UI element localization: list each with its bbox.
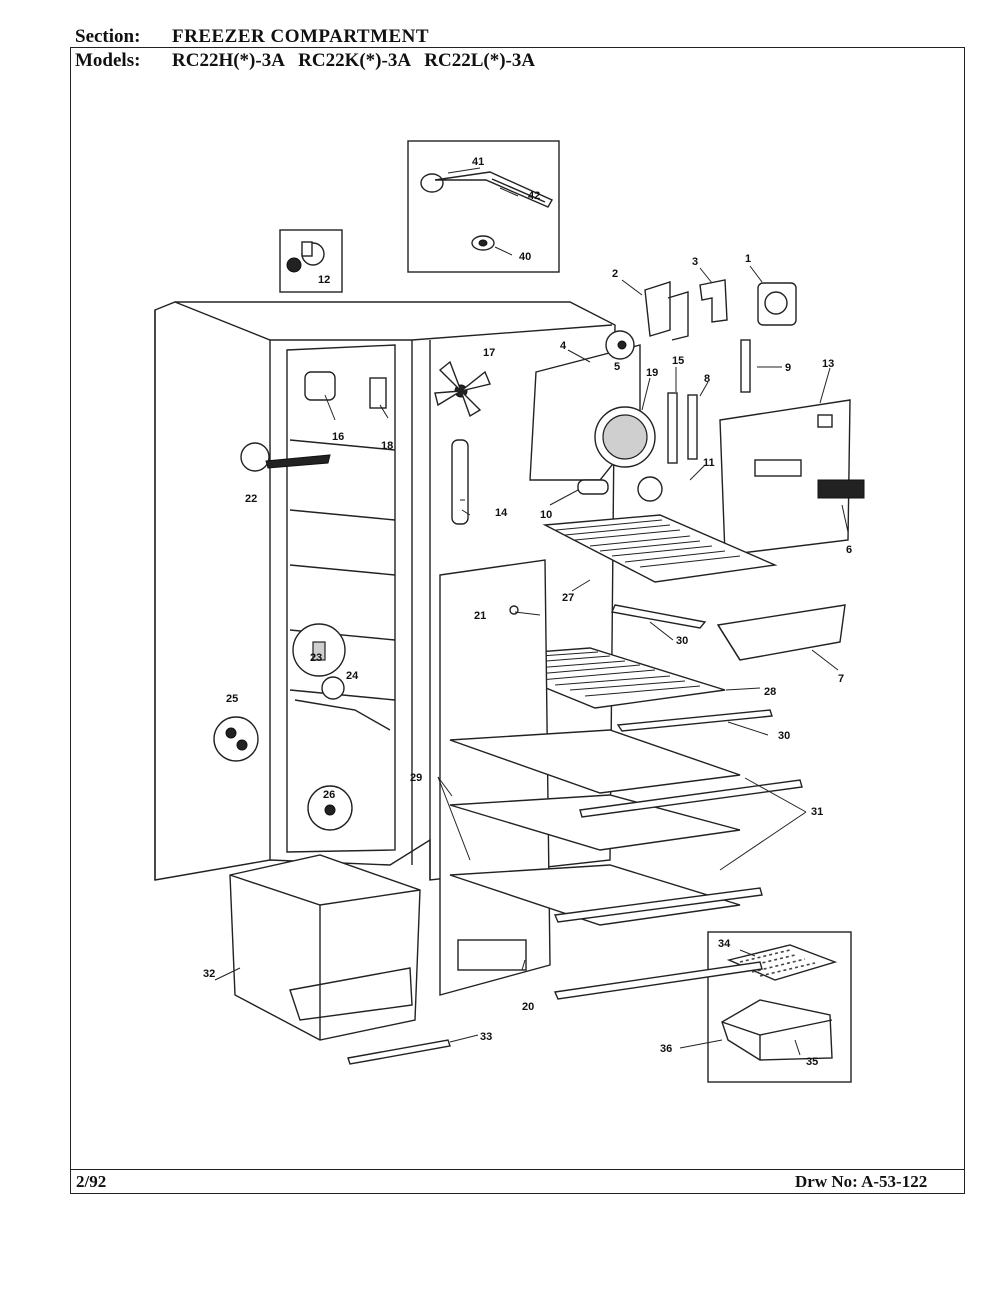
callout: 17 [483,347,495,359]
callout: 5 [614,361,620,373]
section-label: Section: [75,26,141,47]
rear-liner [439,559,551,996]
inset-part-12 [279,229,343,293]
footer-date: 2/92 [76,1172,107,1191]
glass-shelves [449,729,803,1000]
callout: 11 [703,457,715,469]
callout: 8 [704,373,710,385]
fasteners [213,442,353,831]
callout: 10 [540,509,552,521]
callout: 41 [472,156,484,168]
callout: 14 [495,507,508,519]
callout: 32 [203,968,215,980]
callout: 13 [822,358,834,370]
callout-labels: 1 2 3 4 5 6 7 8 9 10 11 12 13 14 15 16 1… [203,156,852,1068]
models-list: RC22H(*)-3A RC22K(*)-3A RC22L(*)-3A [172,50,536,71]
fan-and-evaporator [434,330,698,525]
freezer-basket [229,854,451,1065]
parts-1-3 [644,279,797,393]
callout: 25 [226,693,238,705]
door-bin [716,604,846,661]
callout: 30 [676,635,688,647]
footer-divider [70,1169,965,1170]
callout: 9 [785,362,791,374]
callout: 15 [672,355,684,367]
models-label: Models: [75,50,141,71]
callout: 19 [646,367,658,379]
callout: 21 [474,610,486,622]
callout: 28 [764,686,776,698]
callout: 31 [811,806,823,818]
callout: 42 [528,190,540,202]
callout: 33 [480,1031,492,1043]
drawing-number: Drw No: A-53-122 [795,1172,928,1191]
inset-parts-34-36 [707,931,852,1083]
section-title: FREEZER COMPARTMENT [172,26,430,47]
callout: 3 [692,256,698,268]
callout: 40 [519,251,531,263]
callout: 26 [323,789,335,801]
evaporator-cover-panel [719,399,865,556]
callout: 7 [838,673,844,685]
callout: 29 [410,772,422,784]
callout: 2 [612,268,618,280]
callout: 35 [806,1056,818,1068]
callout: 4 [560,340,567,352]
callout: 18 [381,440,393,452]
diagram-frame [70,47,965,1194]
callout: 36 [660,1043,672,1055]
callout: 20 [522,1001,534,1013]
callout: 27 [562,592,574,604]
leader-lines [214,167,849,1056]
callout: 24 [346,670,359,682]
callout: 12 [318,274,330,286]
callout: 22 [245,493,257,505]
callout: 16 [332,431,344,443]
inset-parts-40-42 [407,140,560,273]
callout: 34 [718,938,731,950]
callout: 23 [310,652,322,664]
callout: 30 [778,730,790,742]
callout: 1 [745,253,751,265]
callout: 6 [846,544,852,556]
